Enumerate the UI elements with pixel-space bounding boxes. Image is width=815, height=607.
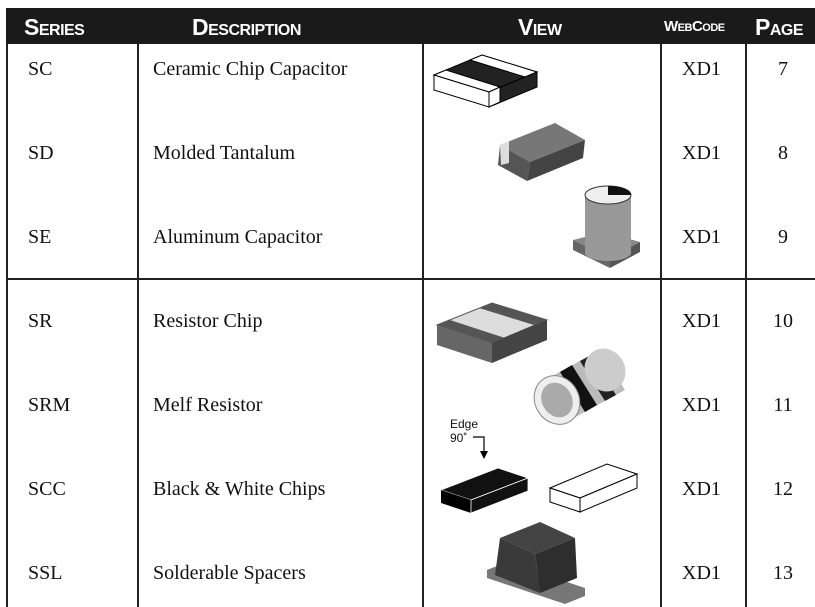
series-cell: SC — [28, 58, 53, 80]
webcode-cell: XD1 — [682, 226, 721, 248]
header-series: Series — [24, 14, 85, 40]
page-cell: 11 — [773, 394, 793, 416]
description-cell: Resistor Chip — [153, 310, 263, 332]
ceramic-chip-capacitor-image — [432, 54, 539, 108]
webcode-cell: XD1 — [682, 478, 721, 500]
page-cell: 9 — [778, 226, 788, 248]
series-cell: SD — [28, 142, 54, 164]
solderable-spacer-image — [487, 522, 585, 604]
webcode-cell: XD1 — [682, 562, 721, 584]
aluminum-capacitor-image — [573, 185, 640, 268]
white-chip-image — [548, 463, 639, 513]
column-border — [745, 44, 747, 607]
webcode-cell: XD1 — [682, 142, 721, 164]
table-header — [6, 8, 815, 44]
header-page: Page — [755, 14, 804, 40]
page-cell: 12 — [773, 478, 793, 500]
description-cell: Melf Resistor — [153, 394, 263, 416]
black-chip-image — [439, 467, 530, 514]
page-cell: 13 — [773, 562, 793, 584]
melf-resistor-image — [533, 348, 626, 425]
edge-label: Edge — [450, 417, 479, 431]
column-border — [6, 44, 8, 607]
header-view: View — [518, 14, 562, 40]
description-cell: Black & White Chips — [153, 478, 326, 500]
resistor-chip-image — [435, 302, 549, 363]
header-description: Description — [192, 14, 301, 40]
group-divider — [6, 278, 815, 280]
series-cell: SRM — [28, 394, 71, 416]
webcode-cell: XD1 — [682, 394, 721, 416]
series-cell: SR — [28, 310, 53, 332]
column-border — [137, 44, 139, 607]
series-cell: SCC — [28, 478, 66, 500]
molded-tantalum-image — [498, 123, 585, 181]
page-cell: 10 — [773, 310, 793, 332]
arrow-down-icon — [473, 436, 488, 459]
page-cell: 7 — [778, 58, 788, 80]
description-cell: Aluminum Capacitor — [153, 226, 323, 248]
description-cell: Molded Tantalum — [153, 142, 296, 164]
description-cell: Solderable Spacers — [153, 562, 306, 584]
column-border — [422, 44, 424, 607]
header-webcode: WebCode — [664, 18, 725, 35]
description-cell: Ceramic Chip Capacitor — [153, 58, 348, 80]
column-border — [660, 44, 662, 607]
series-cell: SSL — [28, 562, 63, 584]
series-cell: SE — [28, 226, 52, 248]
webcode-cell: XD1 — [682, 58, 721, 80]
webcode-cell: XD1 — [682, 310, 721, 332]
page-cell: 8 — [778, 142, 788, 164]
edge-angle-label: 90˚ — [450, 431, 468, 445]
edge-annotation: Edge 90˚ — [450, 417, 478, 445]
